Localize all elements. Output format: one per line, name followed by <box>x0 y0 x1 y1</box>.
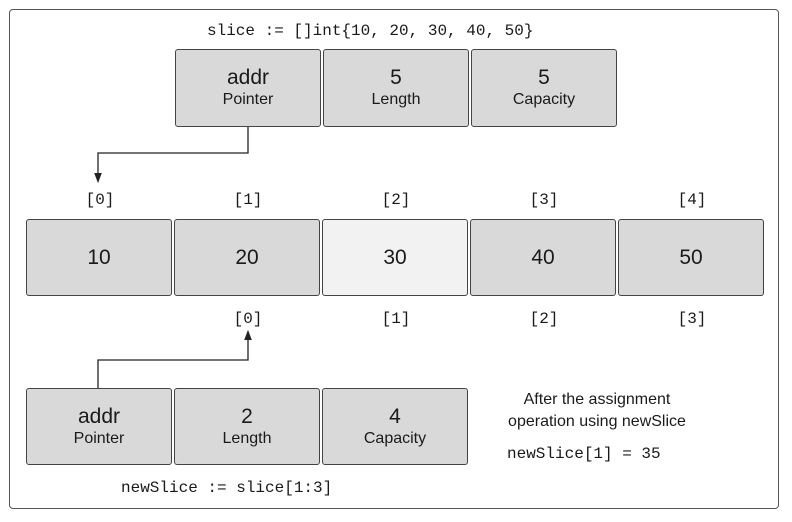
array-cell-3-value: 40 <box>531 245 555 269</box>
array-cell-4: 50 <box>618 219 764 296</box>
slice-pointer-value: addr <box>226 66 270 89</box>
new-slice-capacity-label: Capacity <box>363 429 427 447</box>
array-cell-4-value: 50 <box>679 245 703 269</box>
diagram-frame <box>9 9 779 509</box>
slice-capacity-field: 5 Capacity <box>471 49 617 127</box>
new-slice-index-1: [1] <box>381 310 411 328</box>
array-index-0: [0] <box>85 191 115 209</box>
slice-pointer-label: Pointer <box>222 91 274 108</box>
slice-length-field: 5 Length <box>323 49 469 127</box>
slice-capacity-label: Capacity <box>512 91 576 108</box>
assignment-note: After the assignment operation using new… <box>482 389 712 433</box>
new-slice-length-label: Length <box>222 429 272 447</box>
new-slice-declaration-code: newSlice := slice[1:3] <box>121 479 333 497</box>
array-index-4: [4] <box>677 191 707 209</box>
new-slice-capacity-field: 4 Capacity <box>322 388 468 465</box>
slice-pointer-arrow <box>94 127 249 184</box>
slice-length-label: Length <box>371 91 421 108</box>
assignment-note-line2: operation using newSlice <box>508 413 686 430</box>
array-cell-3: 40 <box>470 219 616 296</box>
new-slice-index-0: [0] <box>233 310 263 328</box>
array-index-2: [2] <box>381 191 411 209</box>
new-slice-index-2: [2] <box>529 310 559 328</box>
slice-length-value: 5 <box>390 66 402 89</box>
new-slice-length-value: 2 <box>241 404 253 428</box>
slice-declaration-code: slice := []int{10, 20, 30, 40, 50} <box>207 22 534 40</box>
slice-pointer-field: addr Pointer <box>175 49 321 127</box>
array-cell-2: 30 <box>322 219 468 296</box>
array-index-1: [1] <box>233 191 263 209</box>
array-cell-1-value: 20 <box>235 245 259 269</box>
new-slice-capacity-value: 4 <box>389 404 401 428</box>
array-cell-0: 10 <box>26 219 172 296</box>
new-slice-pointer-value: addr <box>77 404 121 428</box>
array-cell-0-value: 10 <box>87 245 111 269</box>
array-index-3: [3] <box>529 191 559 209</box>
new-slice-pointer-label: Pointer <box>73 429 125 447</box>
array-cell-1: 20 <box>174 219 320 296</box>
assignment-code: newSlice[1] = 35 <box>507 445 661 463</box>
array-cell-2-value: 30 <box>383 245 407 269</box>
new-slice-pointer-arrow <box>97 329 252 388</box>
new-slice-pointer-field: addr Pointer <box>26 388 172 465</box>
new-slice-index-3: [3] <box>677 310 707 328</box>
assignment-note-line1: After the assignment <box>523 391 671 408</box>
new-slice-length-field: 2 Length <box>174 388 320 465</box>
slice-capacity-value: 5 <box>538 66 550 89</box>
